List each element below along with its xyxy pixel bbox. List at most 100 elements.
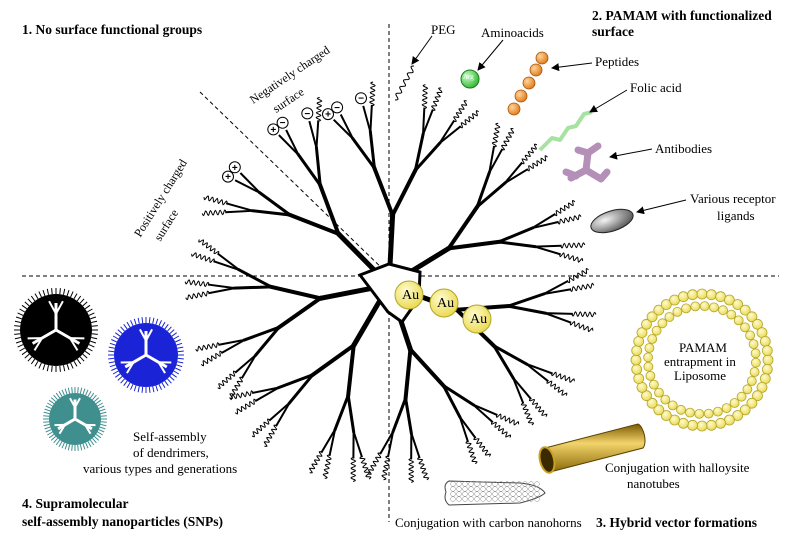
snp-fringe bbox=[121, 327, 125, 331]
receptor-arrow bbox=[637, 200, 686, 212]
snp-fringe bbox=[98, 432, 103, 435]
arg-label: Arg bbox=[463, 73, 474, 81]
wavy-chain bbox=[323, 455, 331, 479]
peptide-bead bbox=[530, 64, 542, 76]
snp-fringe bbox=[85, 305, 90, 309]
lipid-head bbox=[750, 368, 759, 377]
snp-fringe bbox=[74, 294, 77, 299]
snp-fringe bbox=[44, 412, 50, 413]
snp-fringe bbox=[52, 288, 53, 294]
snp-fringe bbox=[35, 294, 38, 299]
wavy-chain bbox=[432, 88, 442, 110]
snp-fringe bbox=[149, 387, 150, 393]
snp-fringe bbox=[149, 317, 150, 323]
snp-fringe bbox=[142, 317, 143, 323]
lipid-head bbox=[737, 392, 746, 401]
snp-fringe bbox=[51, 436, 56, 440]
wavy-chain bbox=[521, 403, 533, 425]
snp-fringe bbox=[68, 444, 69, 450]
lipid-head bbox=[762, 346, 772, 356]
snp-fringe bbox=[159, 320, 162, 326]
snp-fringe bbox=[25, 354, 29, 358]
surface-charges: +−−+++−− bbox=[223, 93, 367, 183]
snp-fringe bbox=[43, 364, 45, 370]
snp-fringe bbox=[43, 416, 49, 417]
snp-fringe bbox=[20, 348, 25, 351]
wavy-chain bbox=[196, 343, 220, 351]
snp-fringe bbox=[178, 351, 184, 352]
snp-fringe bbox=[110, 365, 116, 367]
snp-fringe bbox=[77, 296, 81, 301]
wavy-chain bbox=[199, 240, 219, 255]
snp-fringe bbox=[127, 322, 130, 327]
snp-fringe bbox=[67, 290, 69, 296]
dendrimer-branch bbox=[513, 378, 530, 399]
wavy-chain bbox=[555, 201, 575, 216]
dendrimer-branch bbox=[374, 168, 392, 215]
dendrimer-branch bbox=[235, 287, 271, 288]
snp-fringe bbox=[118, 376, 122, 380]
dendrimer-branch bbox=[218, 254, 239, 270]
snp-fringe bbox=[138, 318, 139, 324]
halloysite-label-line2: nanotubes bbox=[627, 476, 680, 491]
snp-fringe bbox=[86, 443, 88, 448]
lipid-head bbox=[713, 407, 722, 416]
negative-charge-sign: − bbox=[280, 118, 286, 129]
lipid-head bbox=[632, 364, 642, 374]
supramolecular-nanoparticles bbox=[14, 288, 184, 451]
carbon-nanohorn bbox=[445, 481, 545, 505]
positive-charge-sign: + bbox=[270, 125, 276, 136]
snp-fringe bbox=[60, 288, 61, 294]
negative-charge-sign: − bbox=[334, 103, 340, 114]
wavy-chain bbox=[252, 419, 270, 437]
dendrimer-branch bbox=[313, 345, 354, 374]
lipid-head bbox=[697, 289, 707, 299]
snp-fringe bbox=[108, 351, 114, 352]
snp-fringe bbox=[68, 388, 69, 394]
snp-fringe bbox=[99, 406, 104, 408]
dendrimer-branch bbox=[508, 294, 543, 306]
lipid-head bbox=[743, 385, 752, 394]
receptor-ligands-label-line2: ligands bbox=[717, 208, 755, 223]
snp-fringe bbox=[177, 362, 183, 363]
snp-fringe bbox=[124, 381, 128, 386]
wavy-chain bbox=[185, 280, 209, 287]
au-label-2: Au bbox=[437, 296, 454, 311]
dendrimer-branch bbox=[535, 246, 561, 247]
dendrimer-branch bbox=[236, 181, 260, 193]
snp-fringe bbox=[56, 393, 60, 398]
wavy-chain bbox=[466, 441, 477, 464]
positive-charge-sign: + bbox=[225, 172, 231, 183]
quadrant-1-title: 1. No surface functional groups bbox=[22, 22, 202, 37]
dendrimer-branch bbox=[209, 288, 235, 293]
wavy-chain bbox=[492, 123, 499, 147]
dendrimer-branch bbox=[526, 364, 551, 373]
lipid-head bbox=[646, 371, 655, 380]
functional-groups bbox=[395, 36, 686, 237]
lipid-head bbox=[734, 316, 743, 325]
snp-fringe bbox=[22, 305, 27, 309]
lipid-head bbox=[747, 377, 756, 386]
snp-fringe bbox=[156, 319, 158, 325]
quadrant-4-title-line2: self-assembly nanoparticles (SNPs) bbox=[22, 514, 223, 529]
snp-fringe bbox=[46, 406, 51, 408]
lipid-head bbox=[719, 306, 728, 315]
snp-fringe bbox=[89, 345, 95, 348]
snp-fringe bbox=[78, 387, 79, 393]
dendrimer-branch bbox=[317, 121, 319, 148]
quadrant-2-title-line2: surface bbox=[592, 24, 634, 39]
negative-charge-sign: − bbox=[358, 94, 364, 105]
peptides-label: Peptides bbox=[595, 54, 639, 69]
dendrimer-branch bbox=[279, 298, 320, 327]
folic-acid-shape bbox=[540, 112, 592, 150]
lipid-head bbox=[763, 355, 773, 365]
snp-fringe bbox=[52, 366, 53, 372]
snp-fringe bbox=[178, 358, 184, 359]
snp-fringe bbox=[65, 389, 67, 395]
snp-fringe bbox=[18, 313, 24, 316]
dendrimer-branch bbox=[271, 287, 320, 298]
snp-fringe bbox=[134, 319, 136, 325]
snp-fringe bbox=[16, 317, 22, 319]
lipid-head bbox=[688, 420, 698, 430]
